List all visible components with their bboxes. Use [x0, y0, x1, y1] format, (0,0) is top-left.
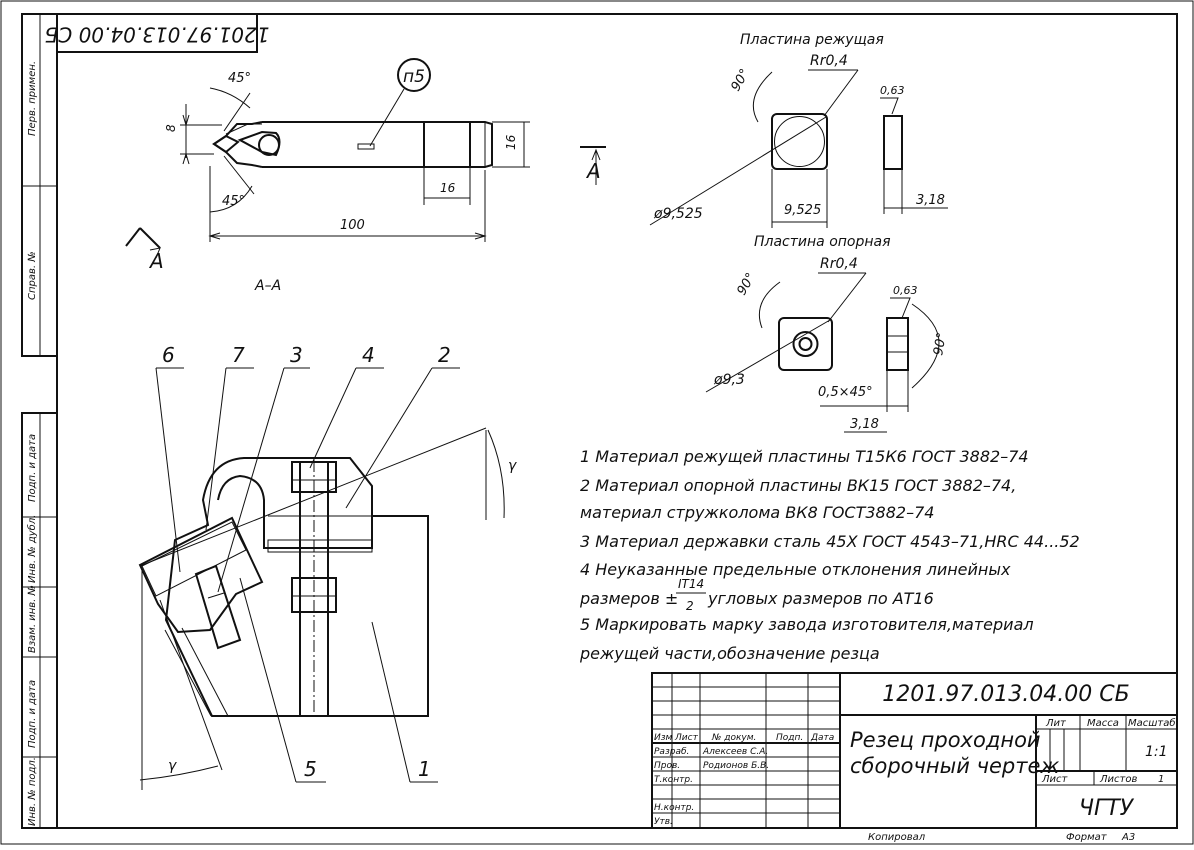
cutting-insert-side: 9,525 [784, 203, 821, 218]
row-tkontr: Т.контр. [654, 775, 693, 785]
support-insert-radius: Rr0,4 [820, 256, 858, 272]
cutter-top-view: п5 8 45° 45° 100 16 16 А [125, 58, 606, 273]
support-insert-roughness: 0,63 [893, 284, 918, 297]
angle-top: 45° [228, 71, 251, 86]
upside-down-designation: 1201.97.013.04.00 СБ [45, 23, 270, 47]
col-doc: № докум. [711, 733, 756, 743]
side-stamp-label: Инв. № дубл. [26, 515, 38, 583]
lit-label: Лит [1045, 718, 1067, 729]
section-view: γ γ 6 7 3 4 2 5 1 [138, 343, 517, 790]
title-designation: 1201.97.013.04.00 СБ [882, 682, 1129, 707]
support-insert-view: Пластина опорная Rr0,4 ø9,3 90° 0,63 90°… [705, 234, 950, 433]
side-stamp-label: Подп. и дата [27, 680, 38, 748]
support-insert-thickness: 3,18 [850, 417, 879, 432]
support-insert-diameter: ø9,3 [713, 372, 745, 388]
cutting-insert-angle: 90° [728, 67, 753, 94]
cutting-insert-diameter: ø9,525 [653, 206, 703, 222]
part-number: 5 [304, 757, 317, 781]
prov-name: Родионов Б.В. [703, 761, 769, 771]
side-stamp-label: Инв. № подл. [27, 757, 38, 826]
note-line: 1 Материал режущей пластины Т15К6 ГОСТ 3… [580, 447, 1029, 466]
col-sign: Подп. [776, 733, 803, 743]
dim-section: 16 [440, 181, 456, 195]
footer-format: Формат [1066, 832, 1108, 843]
note-fraction-top: IT14 [678, 577, 704, 591]
dim-height: 16 [504, 134, 518, 150]
razrab-name: Алексеев С.А. [702, 747, 768, 757]
note-fraction-bottom: 2 [686, 599, 694, 613]
cutting-insert-roughness: 0,63 [880, 84, 905, 97]
col-list: Лист [674, 733, 699, 743]
technical-notes: 1 Материал режущей пластины Т15К6 ГОСТ 3… [579, 447, 1080, 663]
note-line: размеров ± [579, 589, 678, 608]
section-mark-right: А [585, 159, 601, 183]
support-insert-title: Пластина опорная [754, 234, 891, 250]
title-block: 1201.97.013.04.00 СБ Резец проходной сбо… [651, 672, 1178, 829]
row-prov: Пров. [654, 761, 680, 771]
dim-length: 100 [340, 218, 365, 233]
side-stamp: Перв. примен. Справ. № Подп. и дата Инв.… [21, 13, 58, 829]
scale-value: 1:1 [1145, 744, 1168, 760]
sheet-label: Лист [1041, 774, 1069, 785]
section-angle: γ [508, 458, 517, 474]
support-insert-side-angle: 90° [931, 331, 950, 356]
part-number: 2 [438, 343, 451, 367]
note-line: 5 Маркировать марку завода изготовителя,… [580, 615, 1034, 634]
cutting-insert-title: Пластина режущая [740, 32, 884, 48]
org-name: ЧГТУ [1079, 796, 1135, 821]
cutting-insert-view: Пластина режущая Rr0,4 ø9,525 9,525 90° … [649, 32, 948, 228]
section-mark-left: А [148, 249, 164, 273]
part-number: 1 [418, 757, 431, 781]
footer-format-value: А3 [1121, 832, 1135, 843]
massa-label: Масса [1087, 718, 1119, 729]
support-insert-chamfer: 0,5×45° [818, 385, 873, 400]
callout-label: п5 [403, 67, 425, 87]
part-number: 6 [162, 343, 175, 367]
part-number: 3 [290, 343, 303, 367]
note-line: 4 Неуказанные предельные отклонения лине… [580, 560, 1011, 579]
note-tail: угловых размеров по АТ16 [707, 589, 934, 608]
masshtab-label: Масштаб [1128, 717, 1176, 729]
side-stamp-label: Взам. инв. № [27, 585, 38, 653]
cutting-insert-thickness: 3,18 [916, 193, 945, 208]
cutting-insert-radius: Rr0,4 [810, 53, 848, 69]
note-line: 2 Материал опорной пластины ВК15 ГОСТ 38… [580, 476, 1016, 495]
row-nkontr: Н.контр. [654, 803, 694, 813]
col-date: Дата [810, 733, 834, 743]
footer-copied: Копировал [868, 832, 926, 843]
row-razrab: Разраб. [654, 747, 689, 757]
sheets-label: Листов [1099, 774, 1137, 785]
section-title: А–А [254, 278, 281, 294]
dim-width: 8 [164, 124, 178, 132]
sheets-value: 1 [1158, 774, 1164, 785]
support-insert-angle: 90° [734, 271, 759, 298]
note-line: материал стружколома ВК8 ГОСТ3882–74 [580, 503, 934, 522]
section-angle-bottom: γ [168, 758, 177, 774]
side-stamp-label: Подп. и дата [27, 434, 38, 502]
part-number: 7 [232, 343, 245, 367]
side-stamp-label: Перв. примен. [27, 61, 38, 136]
title-name-line1: Резец проходной [850, 728, 1041, 752]
side-stamp-label: Справ. № [27, 251, 38, 300]
upside-down-stamp: 1201.97.013.04.00 СБ [45, 13, 270, 53]
part-number: 4 [362, 343, 375, 367]
row-utv: Утв. [654, 817, 673, 827]
note-line: 3 Материал державки сталь 45Х ГОСТ 4543–… [580, 532, 1080, 551]
angle-bottom: 45° [222, 194, 245, 209]
col-izm: Изм [654, 733, 673, 743]
title-name-line2: сборочный чертеж [850, 754, 1059, 778]
note-line: режущей части,обозначение резца [579, 644, 880, 663]
